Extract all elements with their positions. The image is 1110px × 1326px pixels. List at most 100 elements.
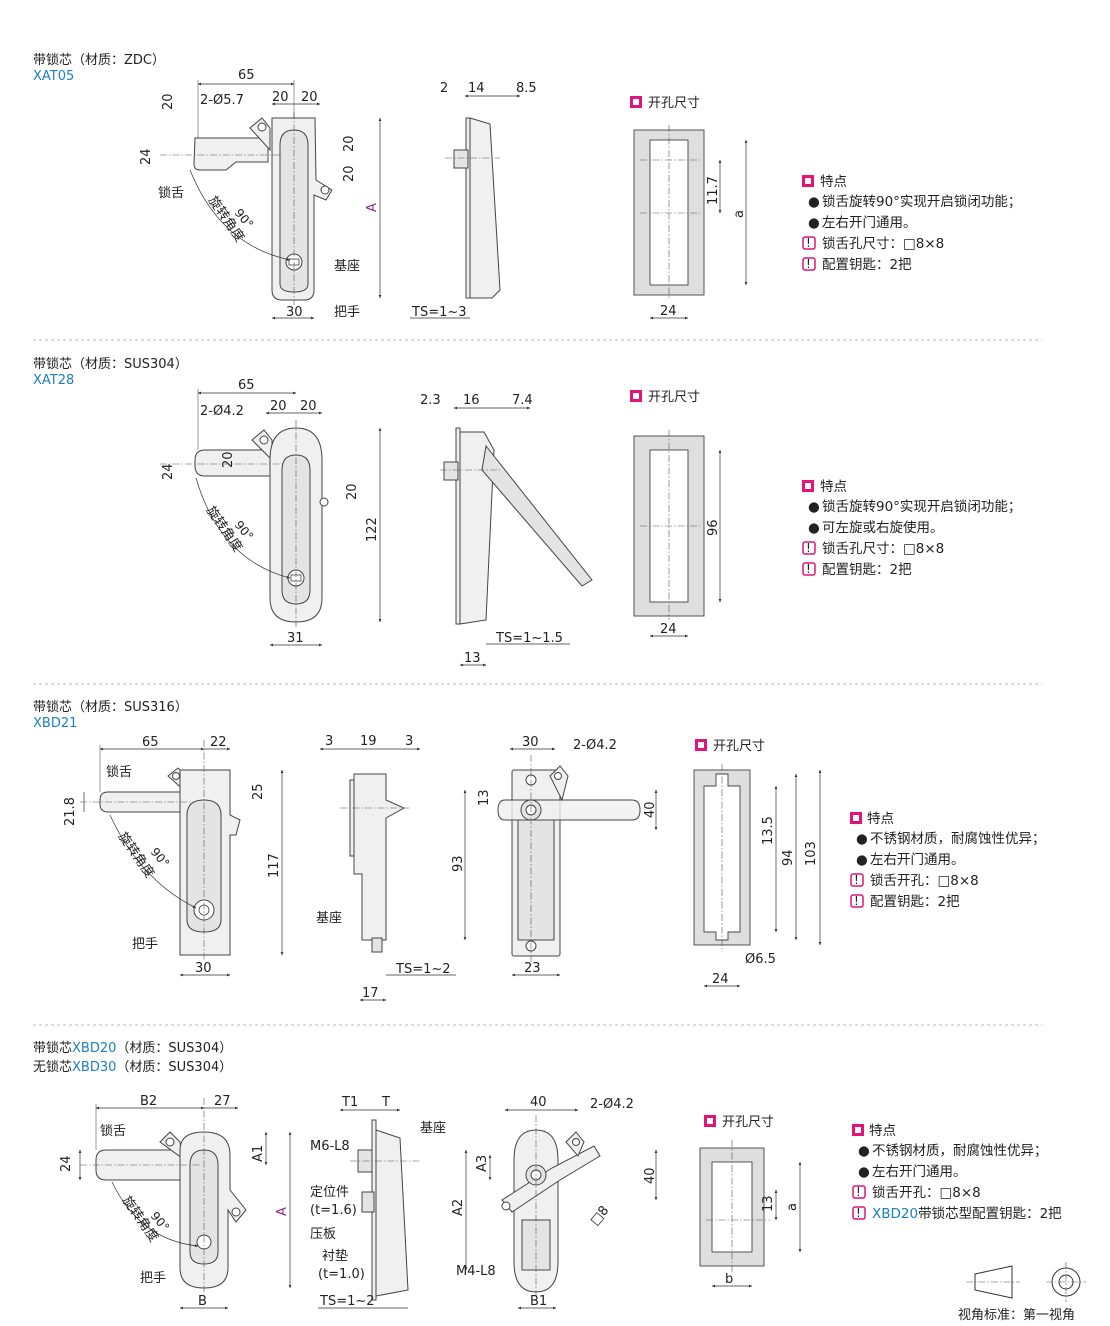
svg-text:锁舌孔尺寸：□8×8: 锁舌孔尺寸：□8×8 — [822, 236, 944, 252]
tongue-hole — [257, 122, 267, 132]
svg-text:13: 13 — [761, 1195, 776, 1212]
back-view: 30 2-Ø4.2 13 40 93 23 — [451, 735, 658, 977]
note-icon — [802, 236, 816, 250]
svg-text:40: 40 — [643, 1167, 658, 1184]
svg-text:特点: 特点 — [820, 479, 847, 495]
svg-text:T: T — [381, 1095, 390, 1110]
svg-text:(t=1.6): (t=1.6) — [310, 1203, 357, 1218]
svg-text:2-Ø4.2: 2-Ø4.2 — [590, 1097, 634, 1112]
svg-text:20: 20 — [345, 483, 360, 500]
lock-tongue — [193, 137, 269, 171]
svg-text:配置钥匙：2把: 配置钥匙：2把 — [822, 562, 912, 578]
svg-text:65: 65 — [238, 378, 255, 393]
svg-text:(t=1.0): (t=1.0) — [318, 1267, 365, 1282]
svg-text:定位件: 定位件 — [310, 1185, 349, 1200]
section-title: 带锁芯XBD20（材质：SUS304） — [33, 1040, 232, 1056]
features: 特点 ● 不锈钢材质，耐腐蚀性优异； ● 左右开门通用。 ! 锁舌开孔：□8×8… — [852, 1123, 1062, 1222]
svg-text:!: ! — [854, 894, 859, 908]
svg-text:!: ! — [856, 1206, 861, 1220]
svg-text:●: ● — [808, 499, 820, 515]
svg-text:40: 40 — [643, 801, 658, 818]
svg-text:TS=1~1.5: TS=1~1.5 — [495, 631, 563, 646]
svg-text:B2: B2 — [140, 1094, 157, 1109]
svg-text:开孔尺寸: 开孔尺寸 — [722, 1115, 774, 1130]
projection-symbol-icon — [966, 1262, 1086, 1302]
side-view: 2.3 16 7.4 TS=1~1.5 13 — [420, 393, 593, 667]
cutout-view: 开孔尺寸 11.7 a 24 — [630, 96, 748, 320]
svg-text:XAT28: XAT28 — [33, 373, 74, 388]
svg-text:带锁芯（材质：SUS304）: 带锁芯（材质：SUS304） — [33, 356, 188, 372]
svg-text:a: a — [785, 1203, 800, 1211]
base-hole — [320, 185, 330, 195]
svg-text:30: 30 — [195, 961, 212, 976]
svg-text:不锈钢材质，耐腐蚀性优异；: 不锈钢材质，耐腐蚀性优异； — [870, 831, 1046, 847]
rotation-arc — [189, 169, 291, 261]
svg-text:20: 20 — [161, 93, 176, 110]
svg-text:M6-L8: M6-L8 — [310, 1139, 350, 1154]
svg-text:11.7: 11.7 — [706, 176, 721, 205]
svg-text:压板: 压板 — [310, 1227, 336, 1242]
side-view: T1 T M6-L8 定位件 (t=1.6) 压板 衬垫 (t=1.0) TS=… — [310, 1095, 446, 1309]
svg-text:20: 20 — [270, 399, 287, 414]
side-view: 3 19 3 TS=1~2 17 基座 — [316, 734, 456, 1002]
svg-text:锁舌: 锁舌 — [106, 764, 132, 780]
cutout-view: 开孔尺寸 13.5 94 103 Ø6.5 24 — [693, 739, 822, 988]
svg-text:!: ! — [806, 541, 811, 555]
svg-text:特点: 特点 — [869, 1123, 896, 1139]
svg-text:特点: 特点 — [820, 174, 847, 190]
svg-text:A3: A3 — [475, 1155, 490, 1172]
svg-text:96: 96 — [706, 519, 721, 536]
svg-text:20: 20 — [342, 165, 357, 182]
svg-text:!: ! — [806, 562, 811, 576]
svg-text:锁舌孔尺寸：□8×8: 锁舌孔尺寸：□8×8 — [822, 541, 944, 557]
svg-text:2: 2 — [440, 81, 448, 96]
svg-text:左右开门通用。: 左右开门通用。 — [872, 1164, 967, 1180]
svg-text:13: 13 — [477, 789, 492, 806]
section-title: 带锁芯（材质：ZDC） — [33, 52, 165, 68]
svg-text:带锁芯（材质：SUS316）: 带锁芯（材质：SUS316） — [33, 699, 188, 715]
product-code: XAT05 — [33, 69, 74, 84]
svg-text:TS=1~2: TS=1~2 — [319, 1294, 375, 1309]
svg-text:2-Ø4.2: 2-Ø4.2 — [200, 404, 244, 419]
svg-text:13.5: 13.5 — [761, 816, 776, 845]
svg-text:14: 14 — [468, 81, 485, 96]
svg-text:20: 20 — [301, 90, 318, 105]
svg-text:T1: T1 — [341, 1095, 358, 1110]
svg-text:开孔尺寸: 开孔尺寸 — [713, 739, 765, 754]
svg-text:2-Ø4.2: 2-Ø4.2 — [573, 738, 617, 753]
svg-text:●: ● — [858, 1164, 870, 1180]
svg-text:7.4: 7.4 — [512, 393, 533, 408]
svg-text:!: ! — [854, 873, 859, 887]
svg-text:20: 20 — [342, 135, 357, 152]
svg-text:19: 19 — [360, 734, 377, 749]
section-xbd21: 带锁芯（材质：SUS316） XBD21 65 22 21.8 25 117 3… — [33, 699, 1046, 1002]
svg-text:65: 65 — [238, 68, 255, 83]
svg-text:40: 40 — [530, 1095, 547, 1110]
svg-text:特点: 特点 — [867, 811, 894, 827]
svg-text:不锈钢材质，耐腐蚀性优异；: 不锈钢材质，耐腐蚀性优异； — [872, 1143, 1048, 1159]
svg-text:103: 103 — [804, 841, 819, 866]
svg-text:24: 24 — [660, 304, 677, 319]
features: 特点 ● 锁舌旋转90°实现开启锁闭功能； ● 可左旋或右旋使用。 ! 锁舌孔尺… — [802, 479, 1021, 578]
svg-text:65: 65 — [142, 735, 159, 750]
svg-text:2.3: 2.3 — [420, 393, 441, 408]
cutout-view: 开孔尺寸 13 a b — [699, 1115, 802, 1288]
back-view: 40 2-Ø4.2 A3 40 A2 □8 M4-L8 B1 — [451, 1095, 658, 1310]
svg-text:122: 122 — [365, 517, 380, 542]
svg-text:22: 22 — [210, 735, 227, 750]
section-xbd20-xbd30: 带锁芯XBD20（材质：SUS304） 无锁芯XBD30（材质：SUS304） … — [33, 1040, 1086, 1323]
svg-text:●: ● — [856, 852, 868, 868]
svg-text:3: 3 — [325, 734, 333, 749]
projection-label: 视角标准：第一视角 — [958, 1308, 1075, 1323]
svg-text:锁舌: 锁舌 — [158, 185, 184, 201]
features: 特点 ● 锁舌旋转90°实现开启锁闭功能； ● 左右开门通用。 ! 锁舌孔尺寸：… — [802, 174, 1021, 273]
svg-text:21.8: 21.8 — [63, 797, 78, 826]
svg-text:20: 20 — [300, 399, 317, 414]
svg-text:衬垫: 衬垫 — [322, 1248, 348, 1264]
svg-text:25: 25 — [251, 783, 266, 800]
svg-text:锁舌: 锁舌 — [100, 1123, 126, 1139]
svg-text:●: ● — [856, 831, 868, 847]
svg-text:2-Ø5.7: 2-Ø5.7 — [200, 93, 244, 108]
svg-text:A2: A2 — [451, 1199, 466, 1216]
